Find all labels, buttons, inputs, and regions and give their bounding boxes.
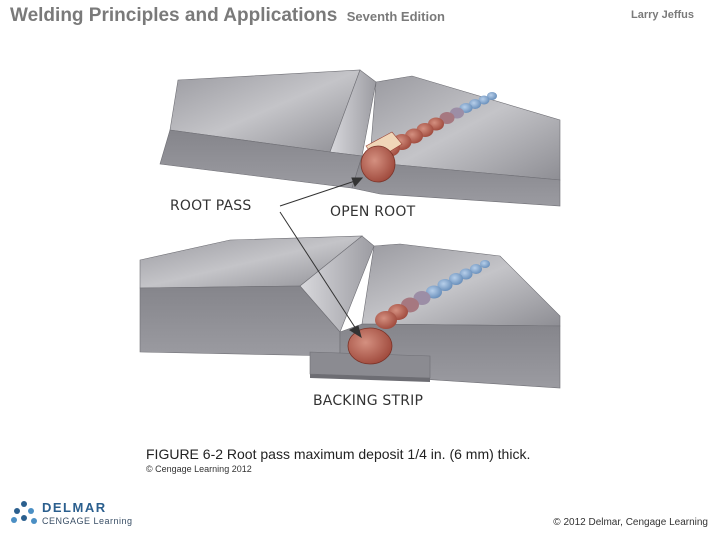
label-open-root: OPEN ROOT [330,204,416,220]
logo-mark-icon [11,501,37,524]
logo-wordmark-cengage: CENGAGE Learning [42,516,133,526]
logo-wordmark-delmar: DELMAR [42,500,107,515]
root-pass-bead [360,92,497,183]
book-edition: Seventh Edition [346,9,445,24]
book-title-header: Welding Principles and Applications Seve… [10,5,445,27]
callout-arrows [279,177,364,339]
book-author: Larry Jeffus [631,9,694,21]
figure-caption: FIGURE 6-2 Root pass maximum deposit 1/4… [146,446,531,462]
root-pass-figure: ROOT PASS OPEN ROOT BACKING STRIP [130,60,570,420]
delmar-cengage-logo: DELMAR CENGAGE Learning [10,500,140,530]
open-root-joint [159,69,561,207]
right-plate-top [369,75,561,181]
book-title: Welding Principles and Applications [10,5,338,26]
weld-illustration [139,69,561,389]
label-backing-strip: BACKING STRIP [313,393,424,409]
figure-copyright: © Cengage Learning 2012 [146,464,252,474]
backing-strip-bead [347,260,490,365]
footer-copyright: © 2012 Delmar, Cengage Learning [553,517,708,528]
backing-strip-joint [139,235,561,389]
label-root-pass: ROOT PASS [170,198,252,214]
